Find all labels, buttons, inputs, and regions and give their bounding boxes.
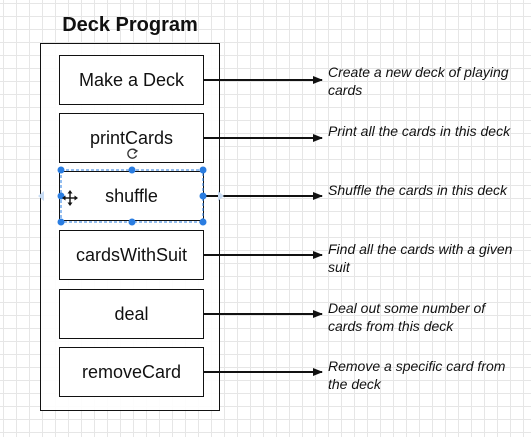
left-connect-arrow-icon[interactable]	[38, 191, 44, 201]
method-box-cards-with-suit[interactable]: cardsWithSuit	[59, 230, 204, 280]
right-connect-arrow-icon[interactable]	[218, 191, 224, 201]
description-cards-with-suit: Find all the cards with a given suit	[328, 241, 513, 275]
resize-handle-icon[interactable]	[128, 218, 136, 226]
resize-handle-icon[interactable]	[199, 166, 207, 174]
description-remove-card: Remove a specific card from the deck	[328, 358, 506, 392]
diagram-title: Deck Program	[62, 14, 198, 36]
move-cursor-icon	[62, 190, 78, 206]
rotate-handle-icon[interactable]	[127, 148, 139, 159]
description-make-deck: Create a new deck of playing cards	[328, 64, 509, 98]
description-deal: Deal out some number of cards from this …	[328, 300, 486, 334]
description-shuffle: Shuffle the cards in this deck	[328, 182, 507, 198]
method-box-deal[interactable]: deal	[59, 289, 204, 339]
resize-handle-icon[interactable]	[199, 192, 207, 200]
method-box-make-deck[interactable]: Make a Deck	[59, 55, 204, 105]
resize-handle-icon[interactable]	[128, 166, 136, 174]
resize-handle-icon[interactable]	[57, 166, 65, 174]
selection-outline	[60, 169, 204, 223]
resize-handle-icon[interactable]	[57, 218, 65, 226]
description-print-cards: Print all the cards in this deck	[328, 123, 511, 139]
method-box-remove-card[interactable]: removeCard	[59, 347, 204, 397]
resize-handle-icon[interactable]	[199, 218, 207, 226]
